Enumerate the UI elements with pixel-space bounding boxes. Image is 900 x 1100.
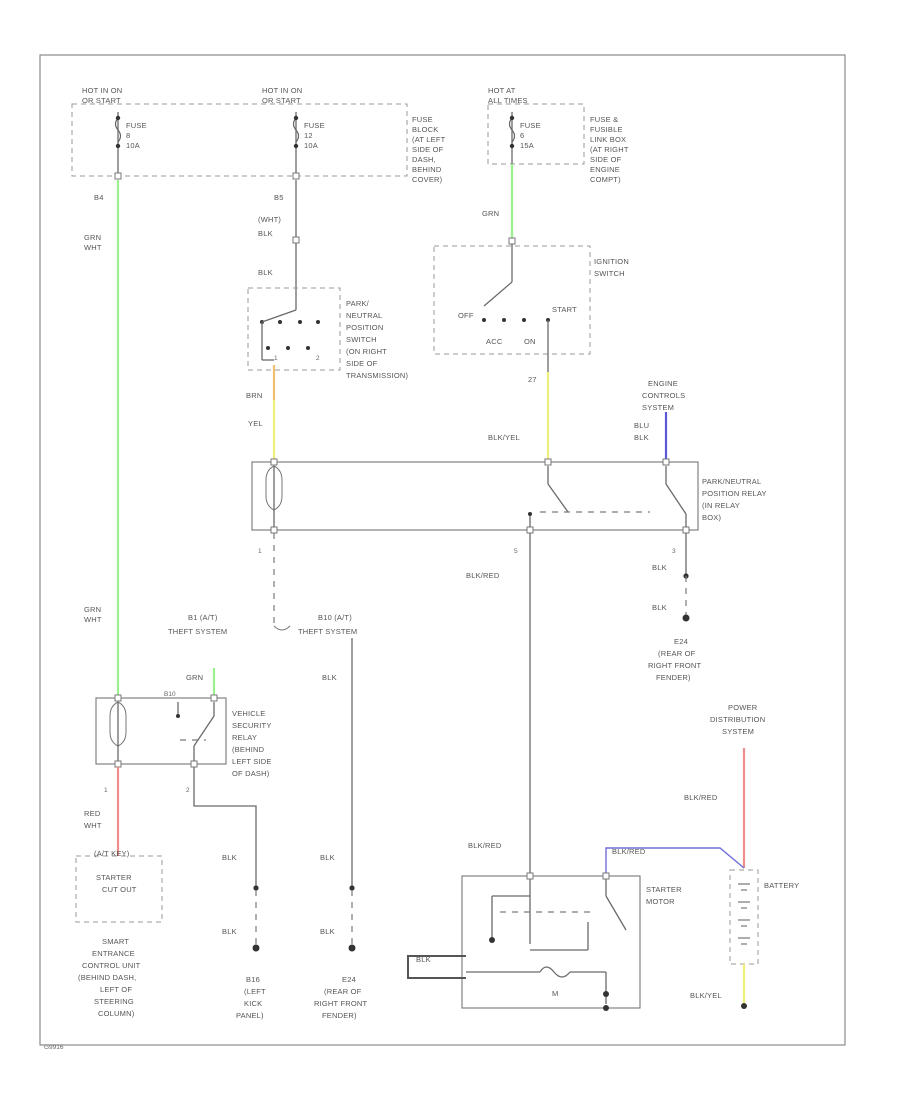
relay-pin-5: 5	[514, 548, 518, 555]
vsr-pin-1: 1	[104, 787, 108, 794]
label-blk-sm: BLK	[416, 955, 431, 964]
label-blk-yel-bat: BLK/YEL	[690, 991, 722, 1000]
ignition-connector	[508, 237, 516, 245]
fuse-link-box-label: FUSE & FUSIBLE LINK BOX (AT RIGHT SIDE O…	[590, 115, 631, 184]
label-brn: BRN	[246, 391, 262, 400]
wire-battery-starter	[605, 847, 745, 876]
pnp-relay-label: PARK/NEUTRAL POSITION RELAY (IN RELAY BO…	[702, 477, 769, 522]
ground-e24-top-label: E24 (REAR OF RIGHT FRONT FENDER)	[648, 637, 703, 682]
label-blk-red-3: BLK/RED	[612, 847, 646, 856]
ground-e24-bot	[348, 944, 356, 952]
label-blk-red-1: BLK/RED	[466, 571, 500, 580]
pnp-switch-label: PARK/ NEUTRAL POSITION SWITCH (ON RIGHT …	[346, 299, 408, 380]
ign-on: ON	[524, 337, 536, 346]
ground-point-e24-bot-1	[349, 885, 355, 891]
label-blk-2: BLK	[652, 603, 667, 612]
label-blk-6: BLK	[320, 927, 335, 936]
label-yel: YEL	[248, 419, 263, 428]
label-blk-1: BLK	[652, 563, 667, 572]
ground-e24-bot-label: E24 (REAR OF RIGHT FRONT FENDER)	[314, 975, 369, 1020]
ign-off: OFF	[458, 311, 474, 320]
vsr-pin: B10	[164, 691, 176, 698]
ignition-switch-contacts	[482, 244, 550, 372]
label-blk-red-2: BLK/RED	[468, 841, 502, 850]
label-grn-top: GRN	[482, 209, 499, 218]
battery-cells	[738, 883, 750, 945]
pnp-relay-box	[251, 461, 699, 531]
ground-point-b16-1	[253, 885, 259, 891]
label-b4: B4	[94, 193, 104, 202]
fuse-block-label: FUSE BLOCK (AT LEFT SIDE OF DASH, BEHIND…	[412, 115, 448, 184]
label-blk-5: BLK	[320, 853, 335, 862]
starter-cutout-box	[75, 855, 163, 923]
relay-pin-3: 3	[672, 548, 676, 555]
label-blk-4: BLK	[222, 927, 237, 936]
fuse-link-box	[487, 103, 585, 165]
ground-e24-top	[682, 614, 690, 622]
label-blk-theft: BLK	[322, 673, 337, 682]
theft-crossover	[273, 625, 291, 631]
vsr-box	[95, 697, 227, 765]
label-blk-yel-relay: BLK/YEL	[488, 433, 520, 442]
theft2-label: B10 (A/T)THEFT SYSTEM	[298, 613, 357, 636]
power-dist-label: POWER DISTRIBUTION SYSTEM	[710, 703, 768, 736]
ground-b16	[252, 944, 260, 952]
connector-wht-blk	[292, 236, 300, 244]
vsr-internals	[109, 694, 218, 768]
vsr-pin-2: 2	[186, 787, 190, 794]
label-blk-3: BLK	[222, 853, 237, 862]
label-b5: B5	[274, 193, 284, 202]
ground-b16-label: B16 (LEFT KICK PANEL)	[236, 975, 268, 1020]
label-wht-blk: (WHT)BLK	[258, 215, 281, 238]
pnp-switch-box	[247, 287, 341, 371]
starter-motor-box	[461, 875, 641, 1009]
wire-vsr-ground	[193, 767, 257, 888]
pnp-relay-internals	[265, 458, 690, 534]
wire-starter-loop	[407, 955, 466, 979]
smart-entrance-label: SMART ENTRANCE CONTROL UNIT (BEHIND DASH…	[78, 937, 143, 1018]
theft1-label: B1 (A/T)THEFT SYSTEM	[168, 613, 227, 636]
pnp-switch-contacts	[260, 309, 320, 361]
vsr-label: VEHICLE SECURITY RELAY (BEHIND LEFT SIDE…	[232, 709, 274, 778]
pnp-pin-2: 2	[316, 355, 320, 362]
ign-acc: ACC	[486, 337, 503, 346]
relay-pin-1: 1	[258, 548, 262, 555]
pnp-pin-1: 1	[274, 355, 278, 362]
diagram-frame	[39, 54, 846, 1046]
connector-b4	[114, 172, 122, 180]
diagram-id: G9916	[44, 1044, 64, 1051]
ign-start: START	[552, 305, 577, 314]
label-grn-vsr: GRN	[186, 673, 203, 682]
connector-b5	[292, 172, 300, 180]
cutout-tag: (A/T KEY)	[94, 849, 130, 858]
motor-m: M	[552, 989, 558, 998]
fuse-block-box	[71, 103, 408, 177]
starter-internals	[466, 872, 627, 1011]
battery-label: BATTERY	[764, 881, 799, 890]
ignition-switch-box	[433, 245, 591, 355]
label-blk-red-4: BLK/RED	[684, 793, 718, 802]
label-blk-pn: BLK	[258, 268, 273, 277]
label-27: 27	[528, 375, 537, 384]
ground-battery	[741, 1003, 747, 1009]
engine-controls-label: ENGINE CONTROLS SYSTEM	[642, 379, 688, 412]
